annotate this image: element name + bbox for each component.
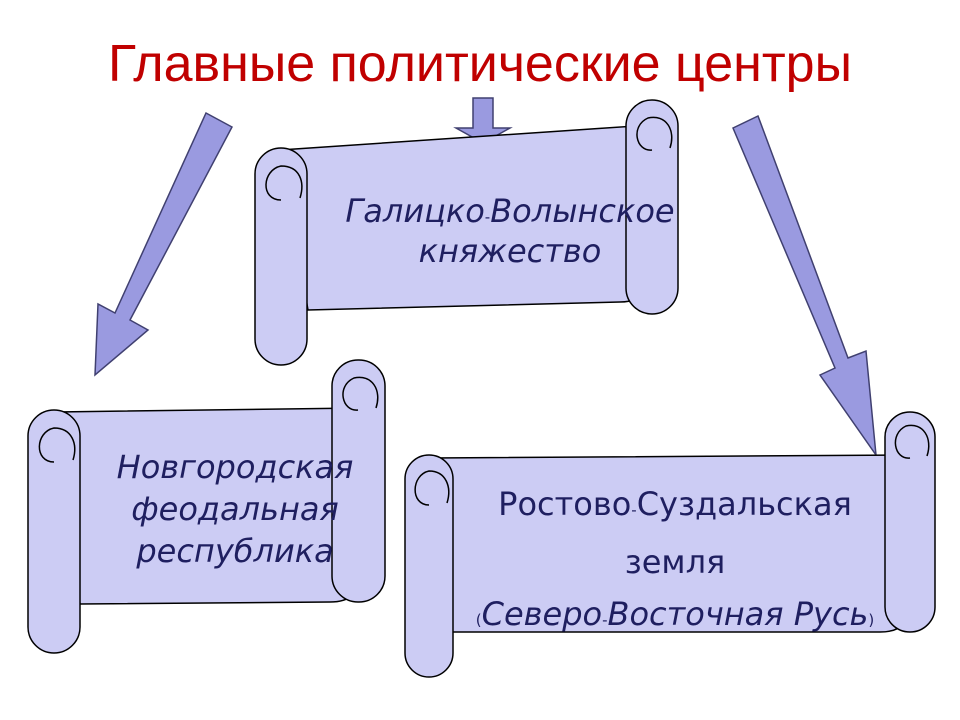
- galicia-part1: Галицко: [345, 192, 485, 230]
- rostov-part3: Северо: [481, 595, 603, 633]
- galicia-volyn-label: Галицко-Волынское княжество: [305, 192, 715, 270]
- galicia-separator: -: [484, 208, 491, 226]
- rostov-part1: Ростово: [498, 485, 632, 523]
- page-title: Главные политические центры: [108, 35, 852, 93]
- rostov-suzdal-label: Ростово-Суздальская земля (Северо-Восточ…: [440, 478, 910, 646]
- scroll-galicia-volyn: [254, 99, 679, 366]
- scroll-novgorod: [27, 359, 386, 654]
- rostov-paren-open: (: [475, 611, 482, 629]
- rostov-line3: (Северо-Восточная Русь): [440, 588, 910, 646]
- novgorod-line1: Новгородская: [116, 448, 354, 486]
- arrow-down-right-to-rostov: [732, 114, 878, 458]
- arrow-down-left-to-novgorod: [94, 111, 234, 377]
- novgorod-line2: феодальная: [131, 490, 339, 528]
- scroll-rostov-suzdal: [404, 411, 936, 678]
- rostov-part2: Суздальская: [636, 485, 852, 523]
- rostov-separator2: -: [602, 611, 608, 629]
- rostov-line1: Ростово-Суздальская: [440, 478, 910, 536]
- galicia-part2: Волынское: [490, 192, 675, 230]
- rostov-line2: земля: [624, 543, 726, 581]
- galicia-volyn-line1: Галицко-Волынское: [305, 192, 715, 230]
- novgorod-label: Новгородская феодальная республика: [80, 446, 390, 572]
- rostov-paren-close: ): [868, 611, 875, 629]
- galicia-volyn-line2: княжество: [418, 232, 602, 270]
- rostov-part4: Восточная Русь: [607, 595, 869, 633]
- novgorod-line3: республика: [136, 532, 334, 570]
- rostov-separator: -: [631, 501, 637, 519]
